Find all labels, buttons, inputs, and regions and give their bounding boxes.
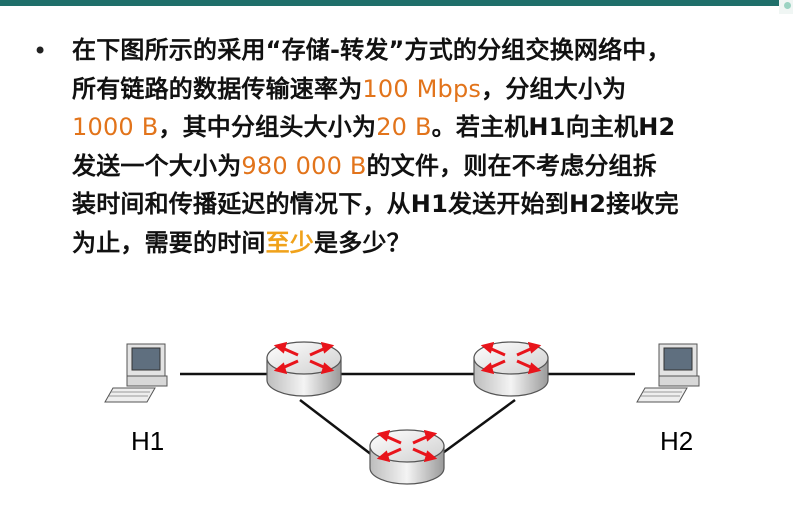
router-1-icon xyxy=(265,340,343,398)
link-r1-r3 xyxy=(299,399,373,456)
network-diagram xyxy=(104,340,700,486)
question-line-2: 所有链路的数据传输速率为100 Mbps，分组大小为 xyxy=(72,70,787,109)
packet-size-value: 1000 B xyxy=(72,113,159,141)
text-segment: ，分组大小为 xyxy=(481,74,627,103)
top-accent-bar xyxy=(0,0,793,6)
text-segment: ，其中分组头大小为 xyxy=(158,113,377,141)
text-segment: 所有链路的数据传输速率为 xyxy=(72,74,363,103)
host-h2-label: H2 xyxy=(660,426,694,456)
router-2-icon xyxy=(472,340,550,398)
text-segment: 发送一个大小为 xyxy=(72,151,242,180)
text-segment: 装时间和传播延迟的情况下，从H1发送开始到H2接收完 xyxy=(72,190,679,218)
file-size-value: 980 000 B xyxy=(241,151,367,180)
corner-decoration xyxy=(779,0,793,14)
bullet-point: • xyxy=(33,37,48,65)
question-line-3: 1000 B，其中分组头大小为20 B。若主机H1向主机H2 xyxy=(72,108,787,147)
text-segment: 的文件，则在不考虑分组拆 xyxy=(366,151,657,180)
question-text: 在下图所示的采用“存储-转发”方式的分组交换网络中， 所有链路的数据传输速率为1… xyxy=(72,31,787,262)
link-r2-r3 xyxy=(439,398,516,457)
text-segment: 是多少？ xyxy=(314,228,411,257)
emphasis-at-least: 至少 xyxy=(265,228,315,257)
text-segment: 为止，需要的时间 xyxy=(72,228,266,257)
text-segment: 在下图所示的采用“存储-转发”方式的分组交换网络中， xyxy=(72,36,671,64)
text-segment: 。若主机H1向主机H2 xyxy=(431,113,676,141)
question-line-4: 发送一个大小为980 000 B的文件，则在不考虑分组拆 xyxy=(72,147,787,186)
host-h1-label: H1 xyxy=(131,426,165,456)
header-size-value: 20 B xyxy=(376,113,432,141)
question-line-1: 在下图所示的采用“存储-转发”方式的分组交换网络中， xyxy=(72,31,787,70)
host-h2-computer-icon xyxy=(636,343,700,403)
host-h1-computer-icon xyxy=(104,343,168,403)
question-line-6: 为止，需要的时间至少是多少？ xyxy=(72,224,787,263)
link-rate-value: 100 Mbps xyxy=(362,74,482,103)
question-line-5: 装时间和传播延迟的情况下，从H1发送开始到H2接收完 xyxy=(72,185,787,224)
router-3-icon xyxy=(368,428,446,486)
